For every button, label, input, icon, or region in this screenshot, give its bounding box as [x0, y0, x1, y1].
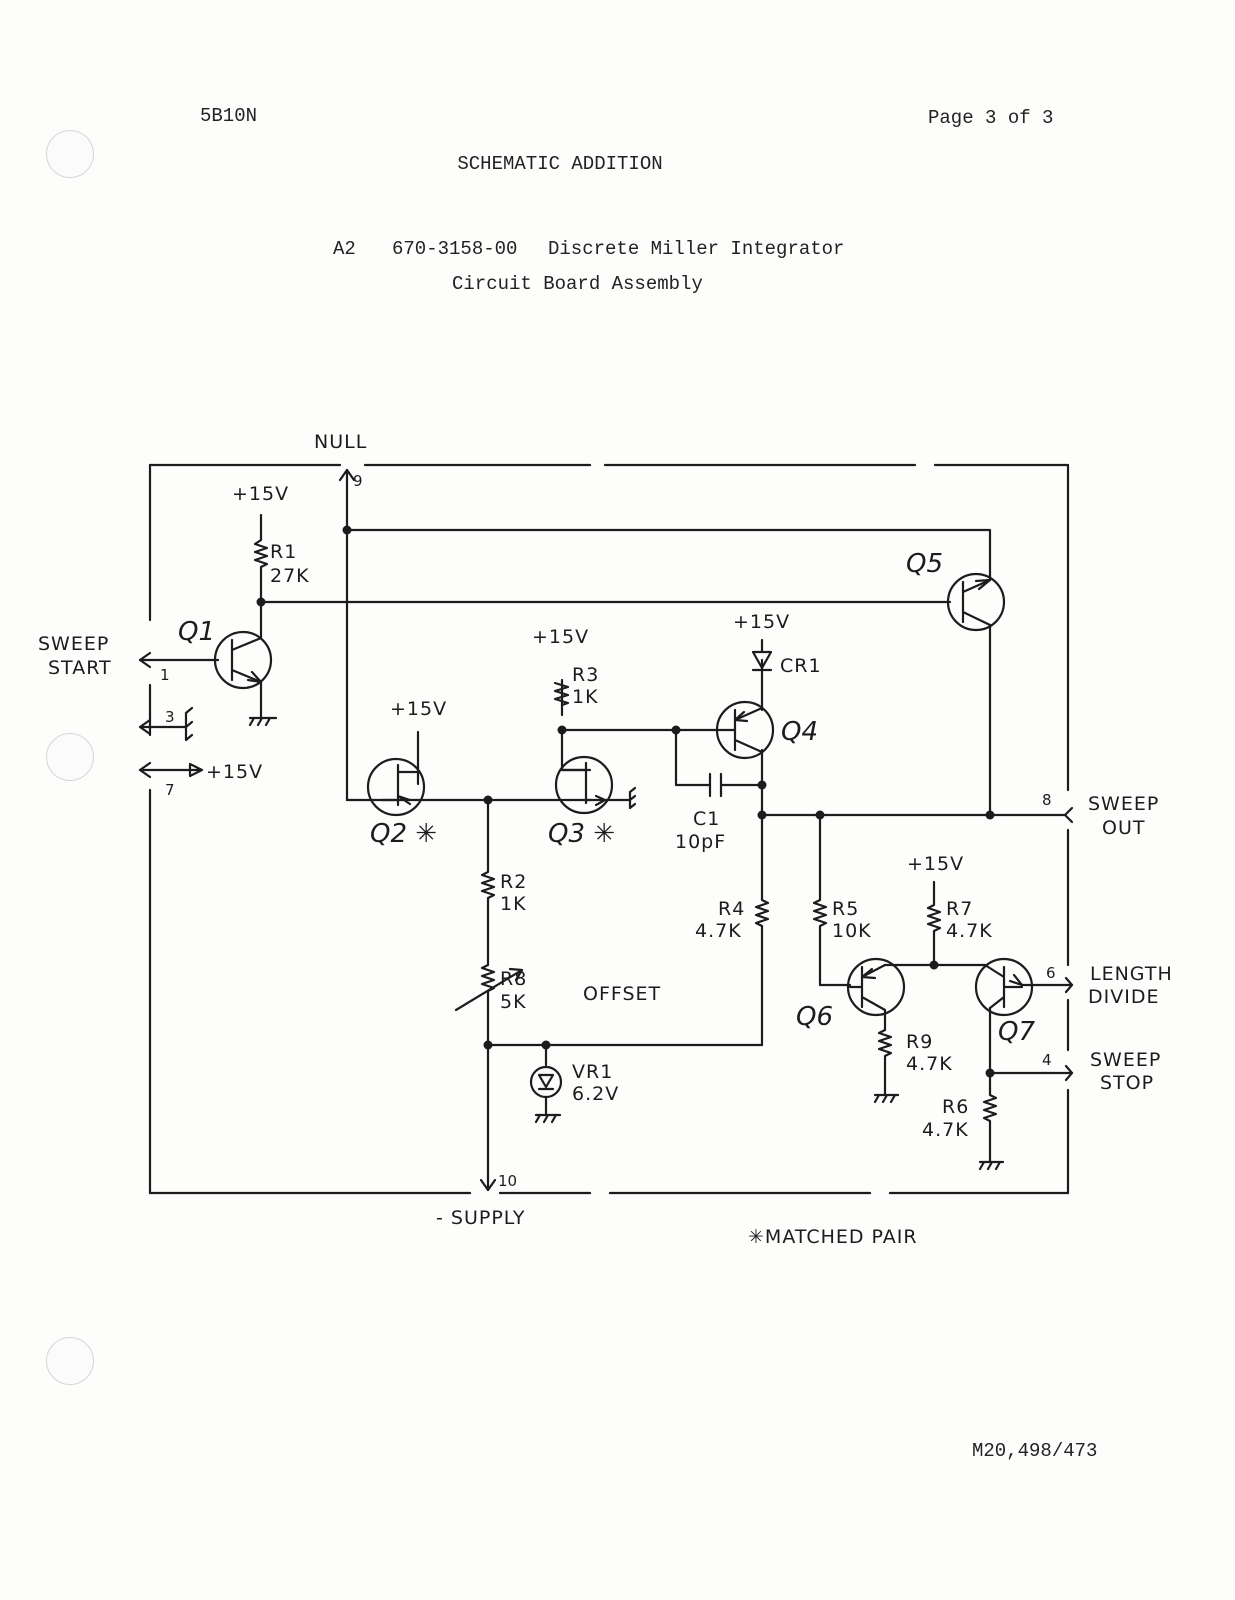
cr1-supply-label: +15V	[733, 611, 790, 633]
r7-supply-label: +15V	[907, 853, 964, 875]
model-number: 5B10N	[200, 105, 258, 127]
transistor-q2-symbol	[366, 757, 426, 817]
r5-value: 10K	[832, 920, 872, 942]
r2-value: 1K	[500, 893, 527, 915]
section-title: SCHEMATIC ADDITION	[457, 153, 663, 175]
r3-ref: R3	[572, 664, 599, 686]
r4-ref: R4	[718, 898, 745, 920]
page-indicator: Page 3 of 3	[928, 107, 1054, 129]
sweep-out-label-line2: OUT	[1102, 817, 1145, 839]
r4-value: 4.7K	[695, 920, 742, 942]
wires	[138, 468, 1074, 1192]
diode-cr1-symbol	[751, 638, 773, 672]
r8-value: 5K	[500, 991, 527, 1013]
sweep-start-label-line1: SWEEP	[38, 633, 109, 655]
capacitor-c1-symbol	[708, 772, 723, 798]
q3-label: Q3 ✳	[548, 819, 615, 849]
assembly-ref: A2	[333, 238, 356, 260]
sweep-out-pin-number: 8	[1042, 791, 1052, 809]
transistor-q4-symbol	[715, 700, 775, 760]
length-divide-label-line1: LENGTH	[1090, 963, 1173, 985]
r8-adjust-arrow	[454, 967, 524, 1012]
r7-value: 4.7K	[946, 920, 993, 942]
r5-ref: R5	[832, 898, 859, 920]
document-number: M20,498/473	[972, 1440, 1098, 1462]
pin-7-number: 7	[165, 781, 175, 799]
sweep-stop-label-line1: SWEEP	[1090, 1049, 1161, 1071]
r6-value: 4.7K	[922, 1119, 969, 1141]
binder-hole-middle	[46, 733, 94, 781]
vr1-value: 6.2V	[572, 1083, 619, 1105]
transistor-q1-symbol	[213, 630, 273, 690]
binder-hole-bottom	[46, 1337, 94, 1385]
q2-label: Q2 ✳	[370, 819, 437, 849]
transistor-q7-symbol	[974, 957, 1034, 1017]
r3-supply-label: +15V	[532, 626, 589, 648]
q5-label: Q5	[906, 549, 943, 579]
pin-3-number: 3	[165, 708, 175, 726]
r3-value: 1K	[572, 686, 599, 708]
null-pin-number: 9	[353, 472, 363, 490]
assembly-name: Discrete Miller Integrator	[548, 238, 845, 260]
matched-pair-legend: ✳MATCHED PAIR	[748, 1226, 918, 1248]
r1-value: 27K	[270, 565, 310, 587]
zener-vr1-symbol	[529, 1065, 563, 1099]
sweep-start-pin-number: 1	[160, 666, 170, 684]
sweep-stop-pin-number: 4	[1042, 1051, 1052, 1069]
sweep-start-label-line2: START	[48, 657, 112, 679]
length-divide-pin-number: 6	[1046, 964, 1056, 982]
q4-label: Q4	[781, 717, 818, 747]
cr1-ref: CR1	[780, 655, 822, 677]
r8-note: OFFSET	[583, 983, 661, 1005]
vr1-ref: VR1	[572, 1061, 613, 1083]
q2-supply-label: +15V	[390, 698, 447, 720]
sweep-out-label-line1: SWEEP	[1088, 793, 1159, 815]
null-label: NULL	[314, 431, 367, 453]
c1-value: 10pF	[675, 831, 726, 853]
transistor-q6-symbol	[846, 957, 906, 1017]
q1-label: Q1	[178, 617, 215, 647]
r1-ref: R1	[270, 541, 297, 563]
length-divide-label-line2: DIVIDE	[1088, 986, 1159, 1008]
part-number: 670-3158-00	[392, 238, 518, 260]
q7-label: Q7	[998, 1017, 1035, 1047]
sweep-stop-label-line2: STOP	[1100, 1072, 1154, 1094]
r1-supply-label: +15V	[232, 483, 289, 505]
r6-ref: R6	[942, 1096, 969, 1118]
r9-ref: R9	[906, 1031, 933, 1053]
c1-ref: C1	[693, 808, 720, 830]
r7-ref: R7	[946, 898, 973, 920]
pin-7-supply-label: +15V	[206, 761, 263, 783]
binder-hole-top	[46, 130, 94, 178]
connector-arrows	[138, 468, 1074, 1192]
supply-pin-number: 10	[498, 1172, 517, 1190]
supply-label: - SUPPLY	[436, 1207, 525, 1229]
assembly-subtitle: Circuit Board Assembly	[452, 273, 703, 295]
r8-ref: R8	[500, 968, 527, 990]
transistor-q5-symbol	[946, 572, 1006, 632]
transistor-q3-symbol	[554, 755, 614, 815]
q6-label: Q6	[796, 1002, 833, 1032]
board-outline	[148, 463, 1070, 1195]
junction-dots	[256, 525, 995, 1078]
r2-ref: R2	[500, 871, 527, 893]
r9-value: 4.7K	[906, 1053, 953, 1075]
